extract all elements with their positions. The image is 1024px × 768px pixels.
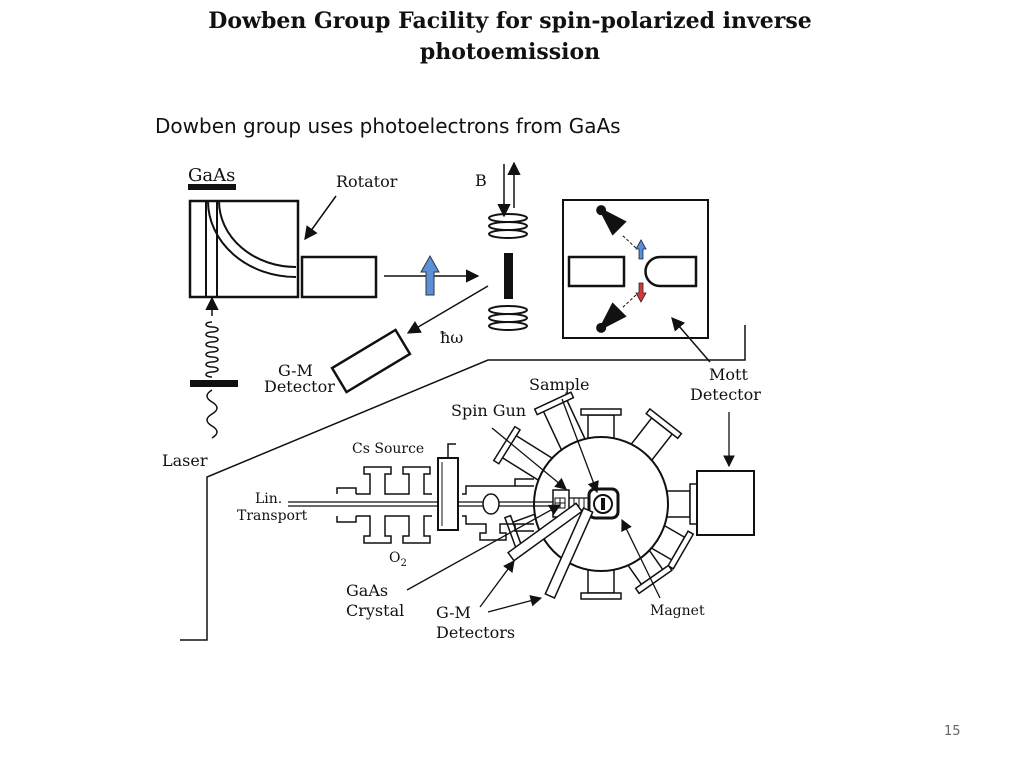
label-lin-1: Lin. xyxy=(255,491,282,507)
o2-valve xyxy=(482,493,500,515)
label-magnet: Magnet xyxy=(650,603,705,619)
laser-path xyxy=(190,296,238,439)
label-mott-1: Mott xyxy=(709,365,748,384)
rotator-box xyxy=(300,255,378,299)
label-gaas-crystal-2: Crystal xyxy=(346,601,404,620)
label-gaas-crystal-1: GaAs xyxy=(346,581,388,600)
title-line-1: Dowben Group Facility for spin-polarized… xyxy=(208,8,812,34)
laser-wave xyxy=(206,389,218,439)
scatter-path-up xyxy=(621,234,637,249)
sample-plate xyxy=(504,253,513,299)
scatter-path-down xyxy=(621,294,637,309)
mott-spin-down-icon xyxy=(635,282,647,303)
label-cs-source: Cs Source xyxy=(352,441,424,457)
mott-frame xyxy=(562,199,709,339)
bender-arc-inner xyxy=(218,200,297,268)
page-number: 15 xyxy=(944,724,961,739)
gm-arrow-1 xyxy=(479,560,515,608)
gm-detector-tube-2 xyxy=(544,507,594,599)
mott-target xyxy=(644,255,698,288)
helmholtz-coils xyxy=(488,161,528,331)
cs-source-block xyxy=(437,457,459,531)
label-rotator: Rotator xyxy=(336,172,398,191)
label-b-field: B xyxy=(475,171,487,190)
label-gm-detectors-1: G-M xyxy=(436,603,471,622)
bender-arc-outer xyxy=(207,200,297,278)
label-sample: Sample xyxy=(529,375,590,394)
rotator-arrow xyxy=(304,195,337,241)
label-spin-gun: Spin Gun xyxy=(451,401,526,420)
label-laser: Laser xyxy=(162,451,208,470)
zoom-frame-line xyxy=(180,325,746,641)
sample-arrow xyxy=(561,398,599,494)
polarizer-bar xyxy=(190,380,238,387)
mott-lens xyxy=(567,255,626,288)
mott-detector-inset xyxy=(562,199,709,339)
laser-coil xyxy=(205,321,219,378)
label-gaas: GaAs xyxy=(188,165,235,186)
gm-detector-tube-1 xyxy=(507,502,583,562)
bender-box xyxy=(188,199,300,299)
gaas-crystal-arrow xyxy=(406,504,562,591)
gaas-source-group xyxy=(188,184,378,299)
label-gm-detector-2: Detector xyxy=(264,377,335,396)
slide-subtitle: Dowben group uses photoelectrons from Ga… xyxy=(155,114,621,138)
gm-arrow-2 xyxy=(487,595,543,613)
uhv-chamber xyxy=(288,391,755,600)
title-line-2: photoemission xyxy=(419,39,601,65)
label-o2: O2 xyxy=(389,550,407,569)
label-gm-detector-1: G-M xyxy=(278,361,313,380)
mott-detector-block xyxy=(696,470,755,536)
magnet-arrow xyxy=(621,518,661,599)
spin-gun-arrow xyxy=(491,427,567,490)
mott-arrow xyxy=(671,316,711,363)
spin-up-arrow-icon xyxy=(420,254,440,296)
label-hbar-omega: ħω xyxy=(440,328,463,347)
gaas-bar xyxy=(188,184,236,190)
label-mott-2: Detector xyxy=(690,385,761,404)
label-gm-detectors-2: Detectors xyxy=(436,623,515,642)
slide-title: Dowben Group Facility for spin-polarized… xyxy=(160,6,860,68)
photon-arrow xyxy=(406,285,489,334)
gm-detector-box xyxy=(330,328,412,394)
mott-spin-up-icon xyxy=(635,239,647,260)
label-lin-2: Transport xyxy=(237,508,308,524)
channeltron-lower-icon xyxy=(596,302,627,333)
channeltron-upper-icon xyxy=(596,205,627,236)
